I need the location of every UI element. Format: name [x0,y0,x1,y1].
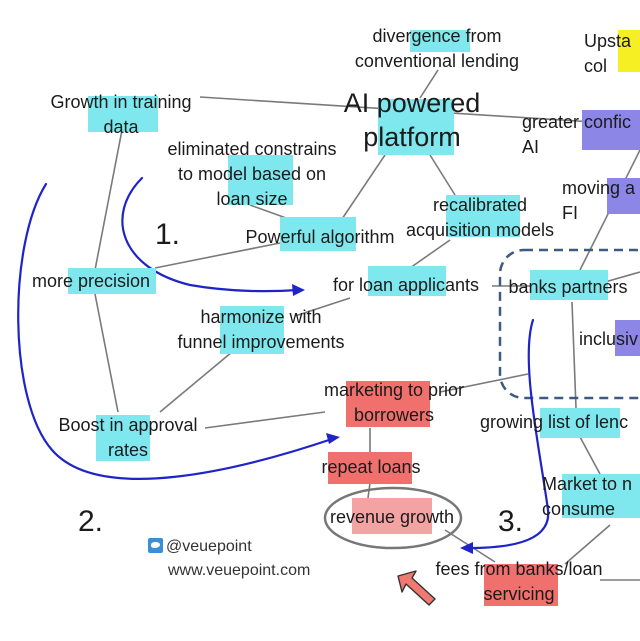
step-number-1: 1. [155,218,181,251]
label-growth-training: Growth in training data [50,92,192,137]
node-bg-marketing [346,381,430,427]
node-bg-growing-list [540,408,620,438]
link-platform-algorithm [339,154,386,223]
bank-partners-group [498,248,640,400]
label-upstart: Upsta col [584,31,632,76]
red-arrow-icon [397,570,436,606]
link-precision-boost [94,293,119,413]
curve-arrow-1 [121,176,300,293]
link-marketing-partners [439,373,529,393]
curve-arrow-2-head [326,433,340,444]
link-recalibrated-applicants [409,239,451,269]
node-bg-loan-applicants [368,266,446,296]
link-harmonize-boost [159,351,233,413]
node-bg-boost [96,415,150,461]
node-bg-recalibrated [446,195,520,237]
connector-lines [94,69,640,581]
label-fees: fees from banks/loan servicing [435,559,603,604]
node-bg-repeat-loans [328,452,412,484]
link-market-fees [564,524,611,565]
label-loan-applicants: for loan applicants [332,275,480,295]
node-bg-divergence [410,30,470,52]
node-bg-harmonize [220,306,284,354]
link-partners-growing [571,301,577,409]
website-url: www.veuepoint.com [168,562,311,579]
label-repeat-loans: repeat loans [321,457,421,477]
label-recalibrated: recalibrated acquisition models [405,195,555,240]
node-bg-eliminated [228,155,293,205]
node-bg-upstart [618,30,640,72]
node-bg-bank-partners [530,270,608,300]
label-divergence: divergence from conventional lending [354,26,520,71]
label-revenue: revenue growth [329,507,455,527]
blue-curve-arrows [17,176,550,554]
node-bg-fees [484,564,558,606]
label-growing-list: growing list of lenc [480,412,629,432]
link-growing-market [579,436,601,475]
curve-arrow-1-head [292,284,305,296]
curve-arrow-3 [466,318,550,550]
label-bank-partners: banks partners [508,277,628,297]
twitter-icon [148,538,163,553]
twitter-handle-text: @veuepoint [166,538,252,555]
twitter-handle: @veuepoint [148,538,252,556]
label-greater-confidence: greater confic AI [522,112,632,157]
node-bg-moving [607,178,640,214]
link-growth-precision [94,129,123,271]
label-boost: Boost in approval rates [58,415,198,460]
node-bg-inclusive [615,320,640,356]
label-powerful-algorithm: Powerful algorithm [245,227,395,247]
label-ai-platform: AI powered platform [343,88,481,152]
node-bg-greater-confidence [582,110,640,150]
label-moving: moving a FI [562,178,636,223]
link-partners-right [604,271,640,283]
node-bg-powerful-algorithm [280,217,356,251]
step-number-3: 3. [498,505,524,538]
link-divergence-platform [419,69,439,99]
label-more-precision: more precision [31,271,151,291]
label-inclusive: inclusiv [579,329,639,349]
link-precision-algorithm [154,242,281,269]
label-eliminated: eliminated constrains to model based on … [167,139,337,209]
node-bg-ai-platform [378,99,454,155]
curve-arrow-2 [17,182,334,480]
link-platform-recalibrated [429,154,456,196]
node-bg-market [562,474,640,518]
step-number-2: 2. [78,505,104,538]
label-harmonize: harmonize with funnel improvements [177,307,345,352]
node-bg-growth-training [88,96,158,132]
node-bg-more-precision [68,268,156,294]
link-boost-marketing [204,411,326,429]
label-market: Market to n consume [542,474,633,519]
revenue-growth-ellipse [323,486,463,550]
link-applicants-harmonize [294,297,351,317]
label-marketing: marketing to prior borrowers [323,380,465,425]
curve-arrow-3-head [460,542,473,554]
node-bg-revenue [352,498,432,534]
